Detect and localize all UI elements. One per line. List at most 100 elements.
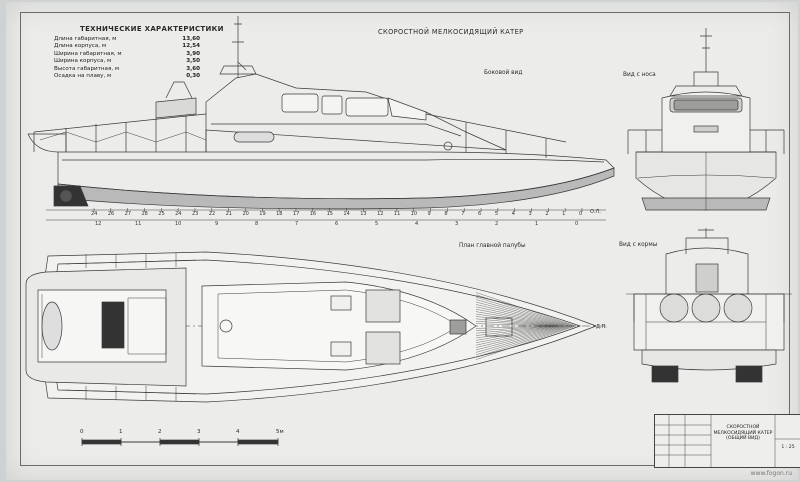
watermark: www.fogon.ru	[750, 470, 792, 477]
boat-drawing	[25, 16, 792, 446]
station-number: 27	[124, 211, 132, 217]
deck-plank-line	[475, 306, 565, 346]
station-number: 5	[375, 221, 379, 227]
specs-heading: ТЕХНИЧЕСКИЕ ХАРАКТЕРИСТИКИ	[80, 25, 224, 33]
spec-value: 13,60	[182, 36, 200, 42]
station-number: 22	[208, 211, 216, 217]
spec-row: Ширина габаритная, м 3,90	[54, 51, 200, 57]
deck-plank-line	[475, 321, 553, 331]
deck-plan	[25, 251, 606, 403]
stern-view	[626, 228, 792, 383]
station-number: 17	[292, 211, 300, 217]
stern-view-label: Вид с кормы	[619, 242, 658, 248]
station-number: 28	[141, 211, 148, 217]
deck-plank-line	[475, 301, 569, 351]
station-number: 4	[511, 211, 515, 217]
station-number: 6	[478, 211, 482, 217]
bow-view-label: Вид с носа	[623, 72, 656, 78]
spec-value: 3,50	[186, 58, 200, 65]
station-number: 13	[360, 211, 367, 217]
side-view-label: Боковой вид	[484, 70, 523, 76]
deck-plank-line	[475, 318, 555, 334]
baseline-label: О.Л.	[590, 209, 601, 215]
station-number: 7	[461, 211, 465, 217]
station-number: 12	[95, 221, 102, 227]
scale-tick-label: 5м	[276, 429, 284, 435]
station-number: 4	[415, 221, 419, 227]
deck-plank-line	[475, 309, 563, 343]
station-number: 18	[276, 211, 283, 217]
dp-label: Д.П.	[596, 324, 607, 330]
spec-value: 0,30	[186, 73, 200, 79]
station-number: 3	[528, 211, 532, 217]
station-number: 19	[259, 211, 266, 217]
drawing-sheet: СКОРОСТНОЙ МЕЛКОСИДЯЩИЙ КАТЕР ТЕХНИЧЕСКИ…	[6, 2, 800, 480]
deck-plan-label: План главной палубы	[459, 243, 526, 249]
scale-tick-label: 1	[119, 429, 123, 435]
station-number: 24	[91, 211, 98, 217]
spec-value: 3,90	[186, 50, 200, 57]
station-number: 1	[535, 221, 539, 227]
spec-label: Ширина корпуса, м	[54, 58, 112, 65]
station-number: 21	[225, 211, 232, 217]
spec-row: Осадка на плаву, м 0,30	[54, 73, 200, 79]
scale-tick-label: 4	[236, 429, 240, 435]
station-number: 9	[427, 211, 431, 217]
spec-label: Длина габаритная, м	[54, 36, 117, 42]
deck-plank-line	[475, 297, 573, 355]
station-number: 8	[444, 211, 448, 217]
station-number: 24	[175, 211, 182, 217]
station-number: 23	[191, 211, 199, 217]
station-number: 25	[158, 211, 165, 217]
spec-row: Длина корпуса, м 12,54	[54, 43, 200, 49]
station-number: 5	[494, 211, 499, 217]
station-number: 3	[455, 221, 459, 227]
station-number: 12	[377, 211, 384, 217]
title-block: СКОРОСТНОЙ МЕЛКОСИДЯЩИЙ КАТЕР (ОБЩИЙ ВИД…	[654, 414, 800, 468]
spec-value: 3,60	[186, 65, 200, 72]
spec-row: Высота габаритная, м 3,60	[54, 66, 200, 72]
deck-plank-line	[475, 294, 575, 358]
station-number: 9	[215, 221, 219, 227]
station-number: 2	[545, 211, 549, 217]
station-number: 26	[107, 211, 115, 217]
station-number: 6	[335, 221, 339, 227]
station-number: 0	[579, 211, 583, 217]
deck-plank-line	[475, 299, 571, 353]
side-view	[27, 16, 615, 221]
station-number: 14	[343, 211, 350, 217]
station-number: 10	[175, 221, 182, 227]
deck-plank-line	[475, 304, 567, 348]
deck-plank-line	[475, 311, 561, 341]
station-number: 11	[393, 211, 401, 217]
scale-tick-label: 3	[197, 429, 201, 435]
station-number: 20	[242, 211, 249, 217]
spec-label: Длина корпуса, м	[54, 43, 107, 50]
station-number: 11	[135, 221, 142, 227]
scale-tick-label: 0	[80, 429, 84, 435]
title-block-scale: 1 : 25	[781, 445, 795, 450]
spec-row: Длина габаритная, м 13,60	[54, 36, 200, 42]
station-number: 7	[295, 221, 299, 227]
deck-plank-line	[475, 313, 559, 339]
scale-tick-label: 2	[158, 429, 162, 435]
deck-plank-line	[475, 292, 577, 360]
bow-view	[627, 28, 785, 211]
spec-label: Осадка на плаву, м	[54, 73, 112, 79]
spec-label: Высота габаритная, м	[54, 65, 120, 72]
scale-bar	[81, 438, 279, 446]
drawing-frame	[20, 12, 790, 466]
station-number: 15	[326, 211, 333, 217]
station-number: 1	[562, 211, 566, 217]
drawing-title: СКОРОСТНОЙ МЕЛКОСИДЯЩИЙ КАТЕР	[378, 28, 524, 36]
station-number: 0	[575, 221, 579, 227]
spec-label: Ширина габаритная, м	[54, 50, 122, 57]
station-number: 2	[495, 221, 499, 227]
deck-plank-line	[475, 323, 551, 329]
spec-row: Ширина корпуса, м 3,50	[54, 58, 200, 64]
spec-value: 12,54	[182, 43, 200, 50]
deck-plank-line	[475, 316, 557, 336]
station-number: 10	[410, 211, 418, 217]
station-number: 8	[255, 221, 259, 227]
station-number: 16	[309, 211, 317, 217]
